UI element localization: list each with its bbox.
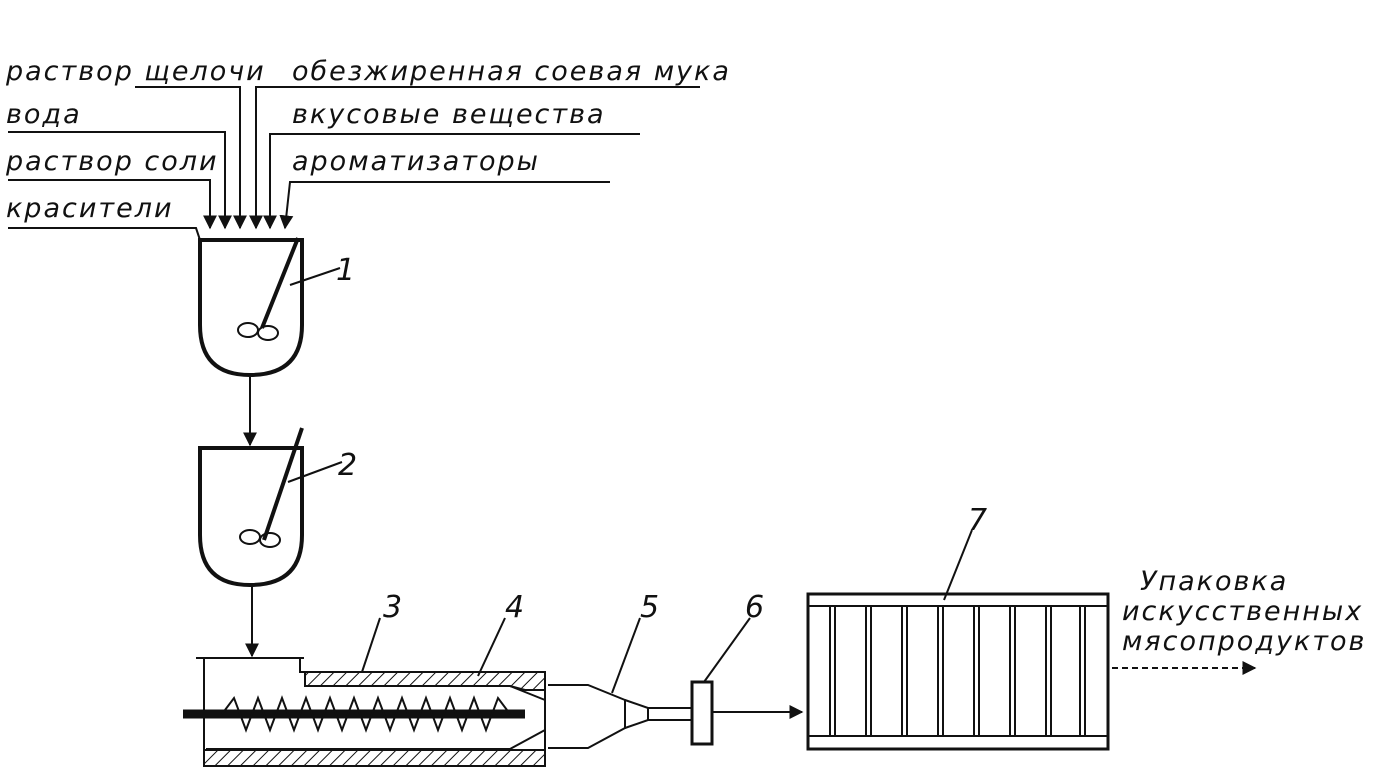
equipment-number-5: 5 [640,590,659,625]
extrusion-die [548,684,692,749]
leader-1 [289,267,341,286]
heating-jacket-bottom [203,749,546,767]
equipment-number-7: 7 [968,503,987,538]
leader-5 [611,617,641,694]
extruder [183,657,546,767]
label-defatted-soy-flour: обезжиренная соевая мука [292,56,731,87]
leader-4 [477,617,506,677]
equipment-number-6: 6 [745,590,764,625]
feed-line-salt [8,179,217,230]
dryer-unit [806,592,1110,751]
label-aromatizers: ароматизаторы [292,146,540,177]
mixer-1-shaft [260,237,300,329]
equipment-number-3: 3 [383,590,402,625]
leader-7 [943,529,973,601]
equipment-number-4: 4 [505,590,524,625]
mixer-vessel-2 [198,427,304,588]
leader-6 [703,617,751,683]
extruder-screw-flights [221,695,511,733]
input-feed-lines-left [8,86,247,241]
output-label-line3: мясопродуктов [1122,626,1366,657]
output-label-line1: Упаковка [1140,566,1288,597]
cutter-unit [690,680,714,746]
label-dyes: красители [6,193,174,224]
mixer-2-shaft [262,427,304,541]
output-label-line2: искусственных [1122,596,1363,627]
label-alkali-solution: раствор щелочи [5,56,266,87]
feed-line-aromatizers [279,181,610,230]
mixer-vessel-1 [198,237,304,378]
label-water: вода [6,99,82,130]
feed-line-alkali [135,86,247,230]
input-feed-lines-right [249,86,700,230]
feed-line-dyes [8,227,201,241]
heating-jacket-top [304,671,546,691]
leader-3 [361,617,381,673]
label-salt-solution: раствор соли [5,146,219,177]
leader-2 [287,461,343,483]
feed-line-flavor [263,133,640,230]
feed-line-water [8,131,232,230]
label-flavor-substances: вкусовые вещества [292,99,606,130]
equipment-number-2: 2 [338,448,357,483]
equipment-number-1: 1 [336,253,355,288]
feed-line-soy-flour [249,86,700,230]
